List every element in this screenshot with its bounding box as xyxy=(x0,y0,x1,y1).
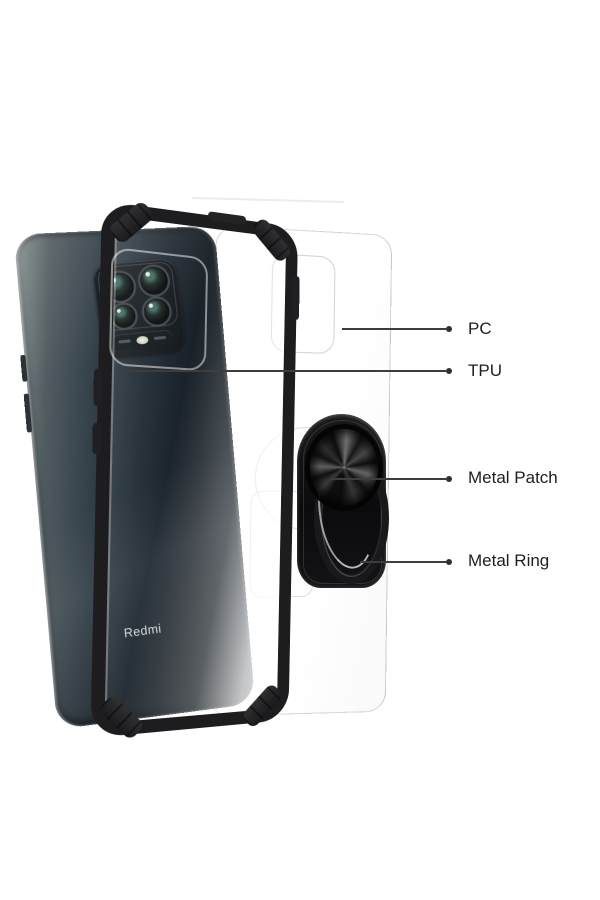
callout-line-pc xyxy=(342,328,446,330)
callout-dot xyxy=(446,326,452,332)
corner-airbag-bumper xyxy=(107,200,156,246)
corner-airbag-bumper xyxy=(250,217,292,264)
top-bumper-grip xyxy=(208,211,246,225)
backdrop-sheet-edge xyxy=(192,197,344,202)
side-bumper-grip xyxy=(93,368,102,406)
corner-airbag-bumper xyxy=(241,682,284,729)
callout-label-metal-patch: Metal Patch xyxy=(468,468,558,488)
callout-label-pc: PC xyxy=(468,319,492,339)
callout-dot xyxy=(446,368,452,374)
callout-label-tpu: TPU xyxy=(468,361,502,381)
callout-dot xyxy=(446,476,452,482)
corner-airbag-bumper xyxy=(97,694,145,741)
callout-line-tpu xyxy=(121,370,446,372)
callout-line-metal-ring xyxy=(360,561,446,563)
callout-dot xyxy=(446,559,452,565)
side-bumper-grip xyxy=(92,423,101,455)
case-camera-cutout xyxy=(109,247,208,372)
callout-label-metal-ring: Metal Ring xyxy=(468,551,549,571)
tpu-case xyxy=(90,201,298,738)
metal-patch-disc xyxy=(310,429,378,506)
side-bumper-grip xyxy=(292,276,300,321)
callout-line-metal-patch xyxy=(331,478,446,480)
